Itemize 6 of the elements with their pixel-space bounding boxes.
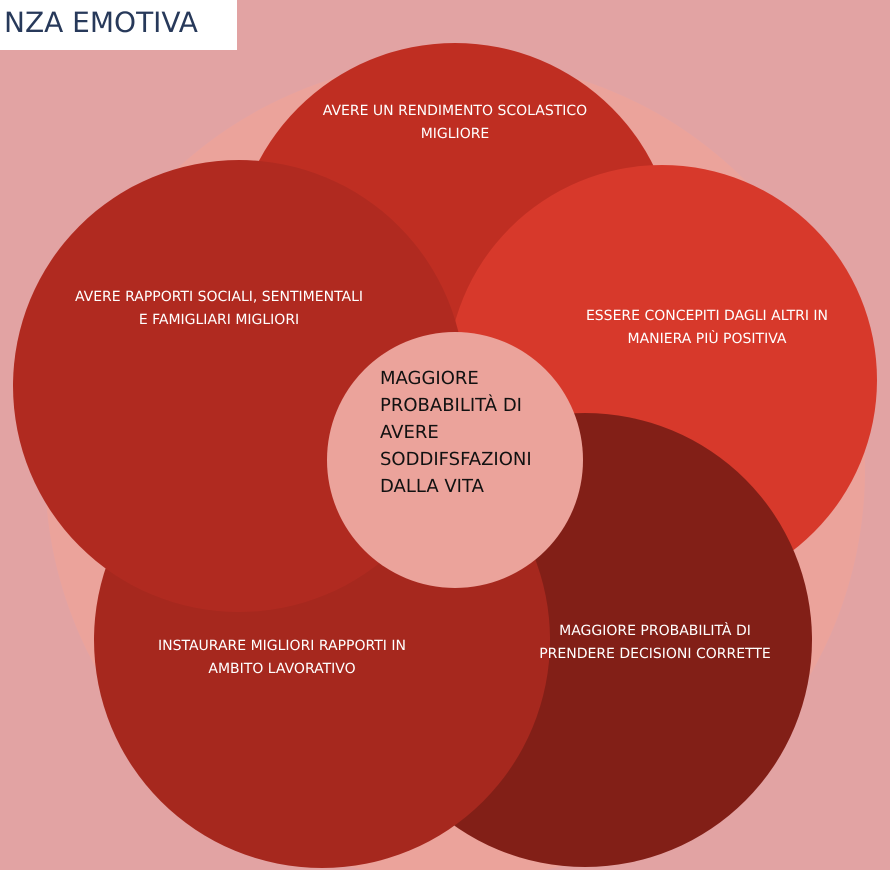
petal-label: ESSERE CONCEPITI DAGLI ALTRI IN MANIERA PIÙ POSITIVA	[552, 305, 862, 352]
petal-label: INSTAURARE MIGLIORI RAPPORTI IN AMBITO LAVORATIVO	[132, 635, 432, 682]
title: NZA EMOTIVA	[4, 6, 198, 39]
petal-label: MAGGIORE PROBABILITÀ DI PRENDERE DECISIONI CORRETTE	[530, 620, 780, 666]
petal-label: AVERE RAPPORTI SOCIALI, SENTIMENTALI E FAMIGLIARI MIGLIORI	[69, 286, 369, 332]
petal-label: AVERE UN RENDIMENTO SCOLASTICO MIGLIORE	[315, 100, 595, 146]
